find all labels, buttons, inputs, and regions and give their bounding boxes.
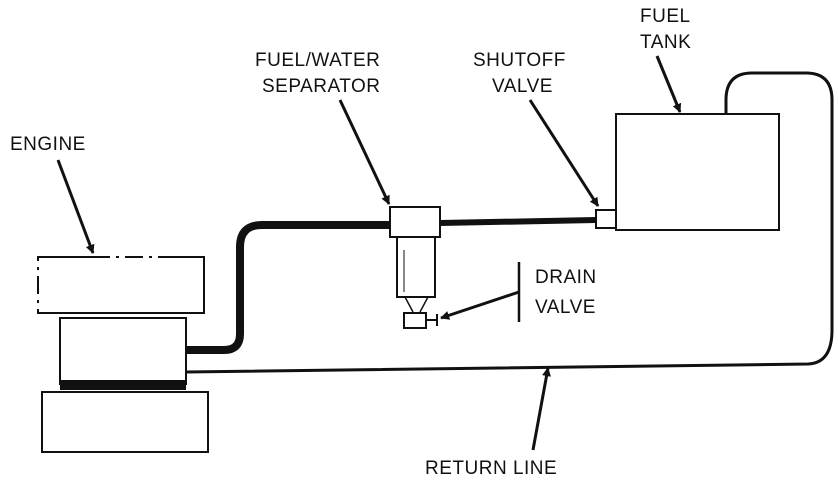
drain-label-line2: VALVE [535, 297, 596, 318]
drain-label-line1: DRAIN [535, 267, 597, 288]
return-line [185, 71, 834, 374]
separator-label-line2: SEPARATOR [262, 76, 381, 97]
engine-middle-block [59, 317, 187, 385]
engine-arrow [56, 159, 95, 254]
tank-label-line1: FUEL [640, 6, 691, 27]
separator-bowl [396, 236, 436, 298]
engine-upper-block [37, 256, 205, 314]
shutoff-arrow [528, 99, 600, 207]
separator-arrow [338, 99, 391, 205]
drain-valve-stem [426, 314, 438, 326]
separator-outlet [404, 296, 429, 313]
return-line-label: RETURN LINE [425, 458, 557, 479]
engine-label: ENGINE [10, 134, 86, 155]
engine-lower-block [41, 391, 209, 453]
shutoff-label-line1: SHUTOFF [473, 50, 566, 71]
drain-arrow [440, 290, 520, 320]
separator-head [389, 206, 441, 238]
supply-line [186, 221, 392, 354]
tank-label-line2: TANK [640, 32, 691, 53]
drain-valve-body [403, 312, 427, 329]
shutoff-valve [595, 209, 617, 229]
supply-line-to-tank [439, 217, 597, 226]
shutoff-label-line2: VALVE [492, 76, 553, 97]
separator-label-line1: FUEL/WATER [255, 50, 380, 71]
engine-gasket [60, 380, 186, 390]
fuel-water-separator [389, 206, 441, 329]
fuel-tank [615, 113, 780, 231]
engine [37, 256, 209, 453]
tank-arrow [655, 55, 682, 113]
return-line-arrow [531, 367, 551, 451]
